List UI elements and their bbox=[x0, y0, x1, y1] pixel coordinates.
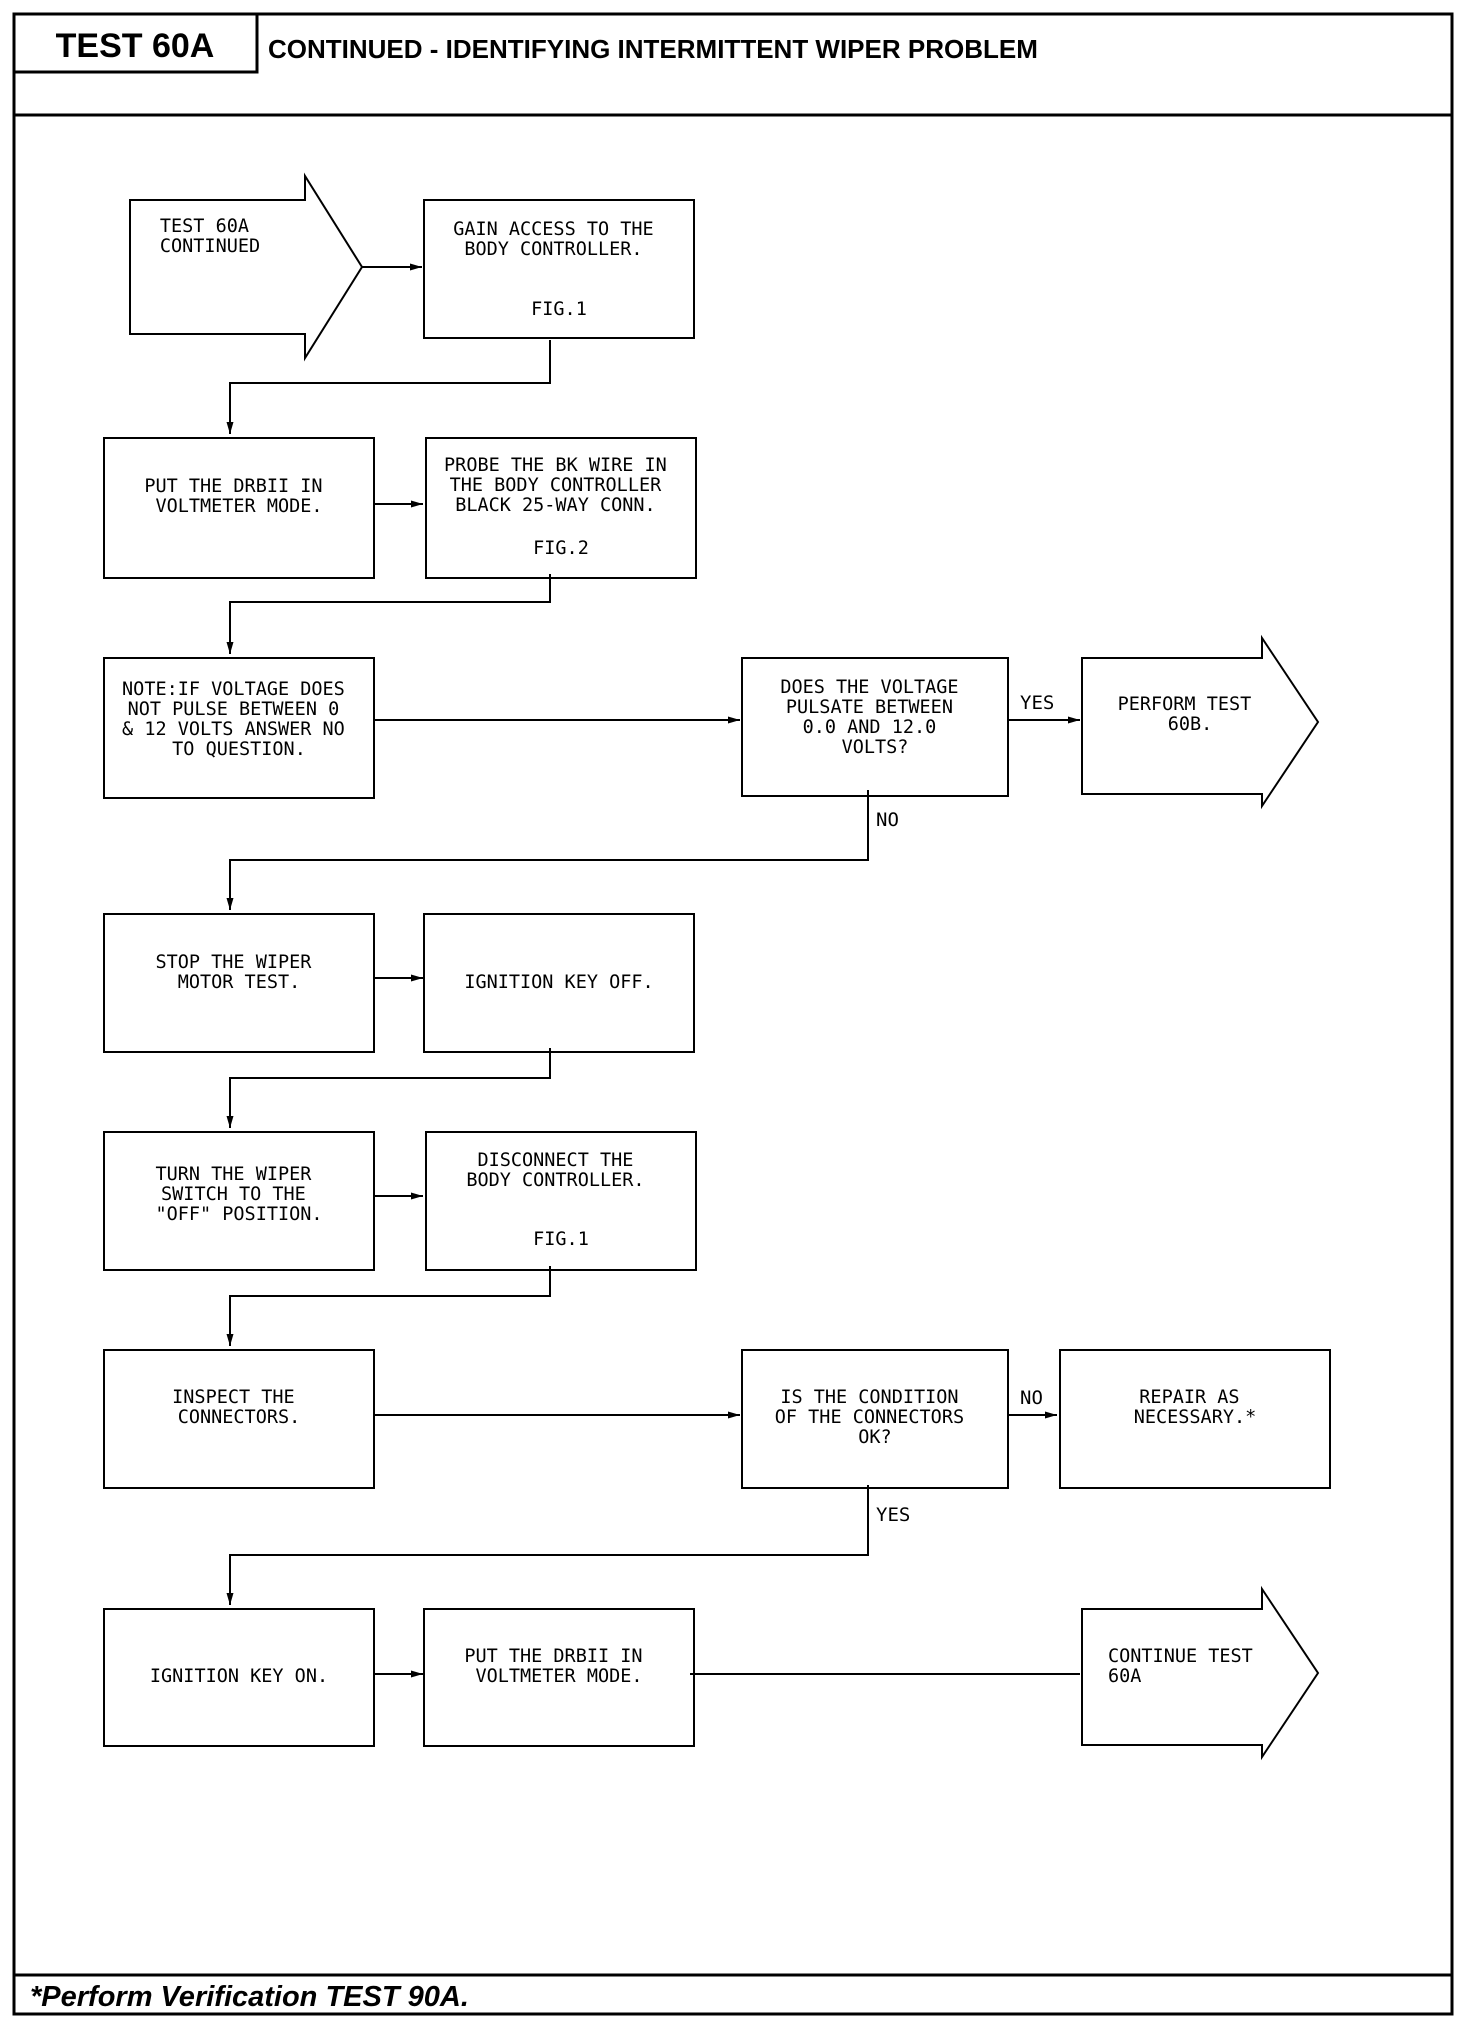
page-border bbox=[12, 12, 1454, 2016]
edge-ign-off-to-turn-switch bbox=[226, 1048, 551, 1128]
node-text: DOES THE VOLTAGE PULSATE BETWEEN 0.0 AND… bbox=[780, 677, 969, 758]
node-text: PUT THE DRBII IN VOLTMETER MODE. bbox=[464, 1646, 653, 1687]
edge-probe-bk-to-note bbox=[226, 574, 551, 654]
node-disconnect: DISCONNECT THE BODY CONTROLLER. FIG.1 bbox=[425, 1131, 697, 1271]
question-connectors-box bbox=[741, 1349, 1009, 1489]
node-continue-60a: CONTINUE TEST 60A bbox=[1081, 1585, 1320, 1761]
node-inspect: INSPECT THE CONNECTORS. bbox=[103, 1349, 375, 1489]
node-text: IS THE CONDITION OF THE CONNECTORS OK? bbox=[775, 1387, 976, 1448]
node-ignition-on: IGNITION KEY ON. bbox=[103, 1608, 375, 1747]
node-start: TEST 60A CONTINUED bbox=[129, 172, 364, 362]
node-text: NOTE:IF VOLTAGE DOES NOT PULSE BETWEEN 0… bbox=[122, 679, 356, 760]
node-question-voltage: DOES THE VOLTAGE PULSATE BETWEEN 0.0 AND… bbox=[741, 657, 1009, 797]
edge-label-no: NO bbox=[1020, 1387, 1043, 1409]
ignition-off-box bbox=[423, 913, 695, 1053]
node-gain-access: GAIN ACCESS TO THE BODY CONTROLLER. FIG.… bbox=[423, 199, 695, 339]
header: TEST 60A CONTINUED - IDENTIFYING INTERMI… bbox=[12, 12, 1452, 117]
node-text: GAIN ACCESS TO THE BODY CONTROLLER. FIG.… bbox=[453, 219, 665, 320]
node-ignition-off: IGNITION KEY OFF. bbox=[423, 913, 695, 1053]
edge-condition-yes bbox=[226, 1485, 869, 1605]
footer: *Perform Verification TEST 90A. bbox=[14, 1973, 1452, 2013]
edge-label-no: NO bbox=[876, 809, 899, 831]
node-text: INSPECT THE CONNECTORS. bbox=[172, 1387, 306, 1428]
perform-60b-arrow-shape bbox=[1081, 634, 1320, 810]
test-id-box bbox=[12, 12, 259, 74]
stop-motor-box bbox=[103, 913, 375, 1053]
edge-label-yes: YES bbox=[1020, 692, 1054, 714]
node-text: TURN THE WIPER SWITCH TO THE "OFF" POSIT… bbox=[155, 1164, 322, 1225]
edge-question-no bbox=[226, 790, 869, 910]
gain-access-box bbox=[423, 199, 695, 339]
inspect-box bbox=[103, 1349, 375, 1489]
edge-label-yes: YES bbox=[876, 1504, 910, 1526]
probe-bk-box bbox=[425, 437, 697, 579]
node-text: REPAIR AS NECESSARY.* bbox=[1134, 1387, 1257, 1428]
node-text: TEST 60A CONTINUED bbox=[160, 216, 260, 257]
connectors bbox=[226, 263, 1080, 1678]
footnote: *Perform Verification TEST 90A. bbox=[30, 1981, 469, 2013]
disconnect-box bbox=[425, 1131, 697, 1271]
edge-gain-access-to-put-drbii bbox=[226, 340, 551, 434]
ignition-on-box bbox=[103, 1608, 375, 1747]
node-stop-motor: STOP THE WIPER MOTOR TEST. bbox=[103, 913, 375, 1053]
node-text: CONTINUE TEST 60A bbox=[1108, 1646, 1264, 1687]
node-question-connectors: IS THE CONDITION OF THE CONNECTORS OK? bbox=[741, 1349, 1009, 1489]
node-put-drbii: PUT THE DRBII IN VOLTMETER MODE. bbox=[103, 437, 375, 579]
node-turn-switch: TURN THE WIPER SWITCH TO THE "OFF" POSIT… bbox=[103, 1131, 375, 1271]
node-put-drbii-second: PUT THE DRBII IN VOLTMETER MODE. bbox=[423, 1608, 695, 1747]
node-text: PERFORM TEST 60B. bbox=[1118, 694, 1263, 735]
note-box bbox=[103, 657, 375, 799]
node-text: PROBE THE BK WIRE IN THE BODY CONTROLLER… bbox=[444, 455, 678, 559]
node-repair: REPAIR AS NECESSARY.* bbox=[1059, 1349, 1331, 1489]
node-text: IGNITION KEY OFF. bbox=[464, 972, 653, 993]
test-id: TEST 60A bbox=[56, 27, 215, 65]
node-text: PUT THE DRBII IN VOLTMETER MODE. bbox=[144, 476, 333, 517]
node-text: STOP THE WIPER MOTOR TEST. bbox=[155, 952, 322, 993]
node-text: IGNITION KEY ON. bbox=[150, 1666, 328, 1687]
turn-switch-box bbox=[103, 1131, 375, 1271]
node-note: NOTE:IF VOLTAGE DOES NOT PULSE BETWEEN 0… bbox=[103, 657, 375, 799]
question-voltage-box bbox=[741, 657, 1009, 797]
node-text: DISCONNECT THE BODY CONTROLLER. FIG.1 bbox=[466, 1150, 655, 1250]
put-drbii-second-box bbox=[423, 1608, 695, 1747]
node-probe-bk: PROBE THE BK WIRE IN THE BODY CONTROLLER… bbox=[425, 437, 697, 579]
put-drbii-box bbox=[103, 437, 375, 579]
page-title: CONTINUED - IDENTIFYING INTERMITTENT WIP… bbox=[268, 34, 1038, 64]
continue-60a-arrow-shape bbox=[1081, 1585, 1320, 1761]
start-arrow-shape bbox=[129, 172, 364, 362]
edge-disconnect-to-inspect bbox=[226, 1266, 551, 1346]
node-perform-60b: PERFORM TEST 60B. bbox=[1081, 634, 1320, 810]
repair-box bbox=[1059, 1349, 1331, 1489]
